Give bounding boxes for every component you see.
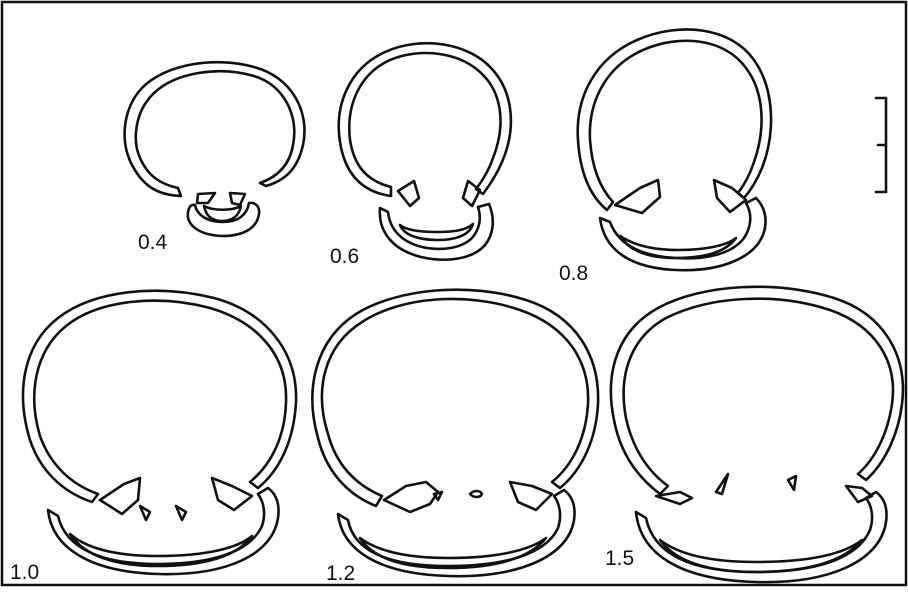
stage-1-2-label: 1.2 — [326, 562, 355, 585]
stage-1-5-label: 1.5 — [605, 547, 634, 570]
stage-0-6-outline — [339, 43, 511, 259]
scale-bar — [876, 98, 886, 192]
stage-1-5-outline — [611, 287, 903, 582]
stage-0-4-outline — [125, 62, 305, 236]
stage-0-8-outline — [578, 29, 771, 270]
stage-1-2-outline — [312, 290, 598, 576]
stage-0-8-label: 0.8 — [559, 262, 588, 285]
stage-0-6-label: 0.6 — [330, 245, 359, 268]
stage-0-4-label: 0.4 — [138, 231, 168, 254]
stage-1-0-outline — [23, 291, 296, 574]
stage-1-0-label: 1.0 — [10, 561, 39, 584]
